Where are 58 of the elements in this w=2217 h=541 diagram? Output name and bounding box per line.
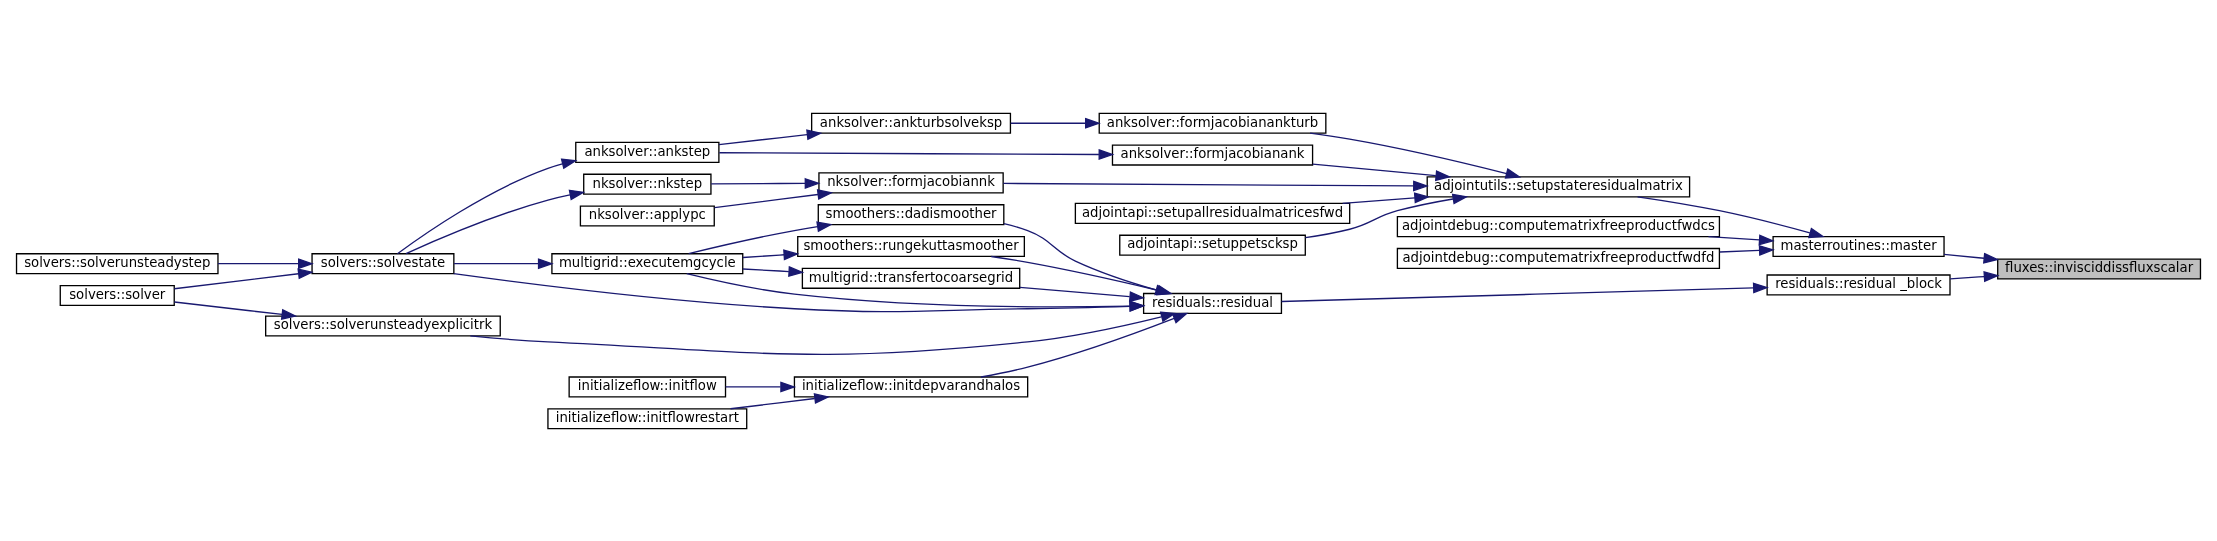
node-box: adjointdebug::computematrixfreeproductfwdcs <box>1396 215 1721 237</box>
node-box: anksolver::formjacobianank <box>1111 143 1314 166</box>
arrow <box>729 392 831 409</box>
arrow <box>1943 252 2000 264</box>
arrow <box>453 272 1146 312</box>
arrow <box>1309 132 1522 179</box>
node-box: anksolver::ankturbsolveksp <box>811 112 1012 134</box>
arrow <box>980 312 1189 378</box>
arrow <box>1280 281 1769 302</box>
node-box: initializeflow::initflowrestart <box>547 407 748 429</box>
arrow <box>688 220 833 254</box>
node-box: residuals::residual _block <box>1766 273 1951 295</box>
arrow <box>1019 286 1146 302</box>
arrow <box>173 267 314 289</box>
arrow <box>1002 179 1429 192</box>
arrow <box>1949 270 2000 282</box>
node-box: solvers::solver <box>59 284 175 306</box>
node-box: adjointapi::setupallresidualmatricesfwd <box>1074 202 1351 224</box>
arrow <box>1341 191 1431 204</box>
arrow <box>742 248 800 260</box>
node-box: smoothers::dadismoother <box>817 203 1005 225</box>
arrow <box>1009 117 1101 129</box>
node-box: multigrid::executemgcycle <box>551 252 744 274</box>
node-box: fluxes::invisciddissfluxscalar <box>1997 257 2202 280</box>
arrow <box>1636 195 1825 238</box>
arrow <box>217 257 314 269</box>
node-box: adjointdebug::computematrixfreeproductfwdfd <box>1396 247 1721 269</box>
node-box: nksolver::formjacobiannk <box>818 171 1004 193</box>
arrow <box>713 188 834 208</box>
node-box: adjointapi::setuppetscksp <box>1119 234 1306 256</box>
node-box: anksolver::ankstep <box>575 141 720 163</box>
arrow <box>686 272 1146 312</box>
arrow <box>173 300 298 320</box>
node-box: solvers::solvestate <box>311 252 455 274</box>
node-box: multigrid::transfertocoarsegrid <box>801 267 1021 289</box>
arrow <box>1707 233 1775 245</box>
node-box: adjointutils::setupstateresidualmatrix <box>1426 175 1691 197</box>
node-box: nksolver::applypc <box>579 204 715 227</box>
arrow <box>405 189 586 254</box>
arrow <box>1304 193 1469 238</box>
arrow <box>453 257 554 269</box>
node-box: residuals::residual <box>1142 292 1283 314</box>
arrow <box>710 177 821 189</box>
node-box: solvers::solverunsteadyexplicitrk <box>265 314 501 337</box>
arrow <box>1719 244 1775 256</box>
node-box: initializeflow::initflow <box>568 375 727 398</box>
node-box: nksolver::nkstep <box>583 173 712 195</box>
arrow <box>718 148 1115 160</box>
arrow <box>724 380 797 393</box>
arrow <box>1312 163 1452 181</box>
arrow <box>718 128 823 145</box>
node-box: anksolver::formjacobianankturb <box>1098 112 1327 134</box>
arrow <box>396 157 578 254</box>
node-box: initializeflow::initdepvarandhalos <box>793 375 1029 398</box>
node-box: masterroutines::master <box>1772 235 1945 257</box>
node-box: solvers::solverunsteadystep <box>15 252 219 274</box>
node-box: smoothers::rungekuttasmoother <box>797 235 1025 257</box>
arrow <box>742 265 805 277</box>
